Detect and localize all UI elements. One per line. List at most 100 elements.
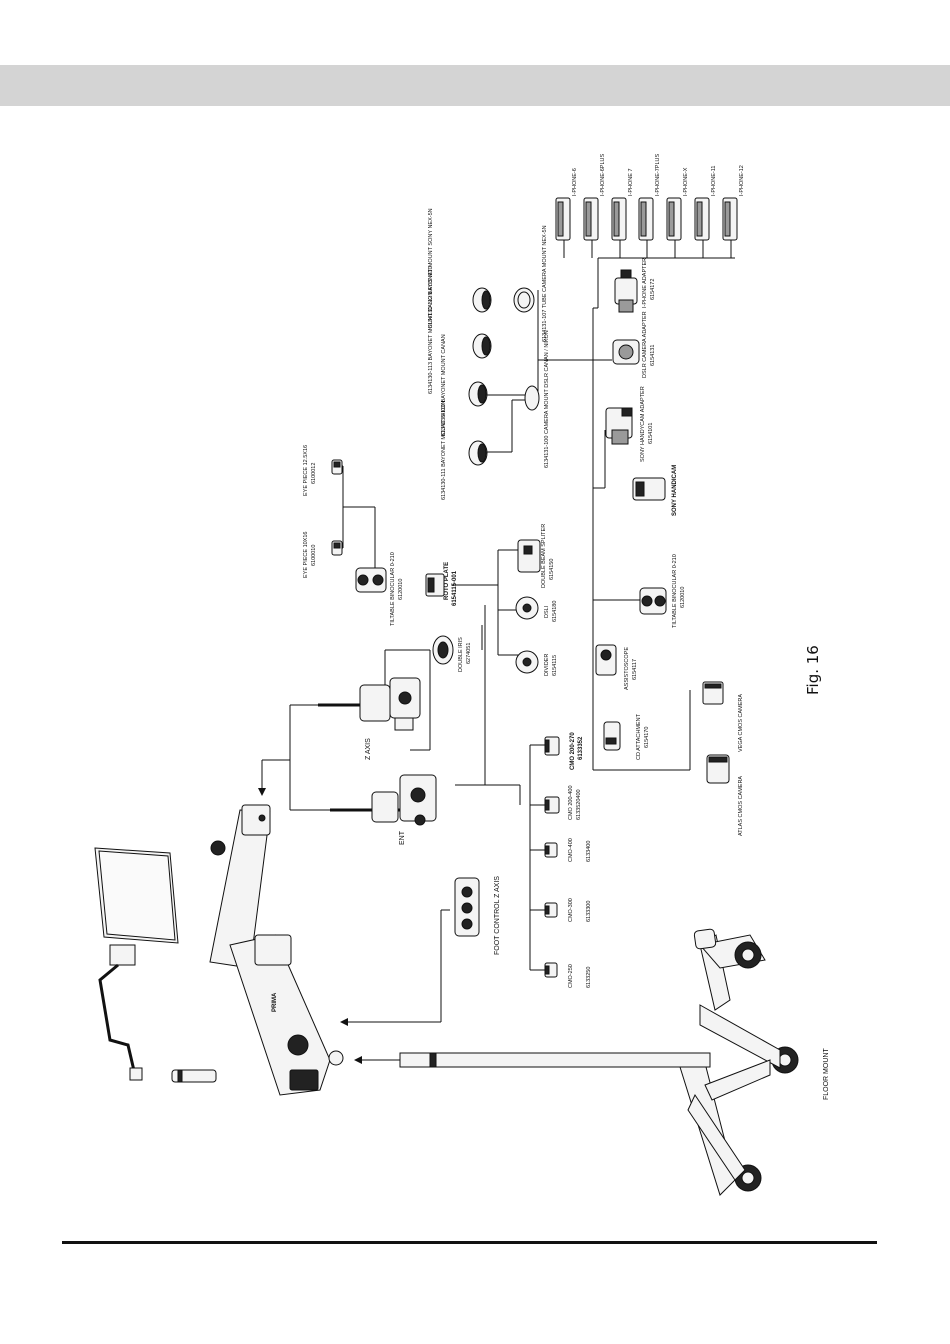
foot-control-label: FOOT CONTROL Z AXIS [494,876,501,955]
monitor-bracket-icon [98,944,143,1081]
z-axis-head-icon [318,677,421,731]
phone-icon [722,197,738,241]
handle-tube-icon [171,1069,217,1083]
foot-control-icon [454,877,480,937]
z-axis-label: Z AXIS [365,738,372,760]
cd-attachment-icon [603,721,621,751]
phone-icon [555,197,571,241]
objective-icon [544,796,560,814]
rotoplate-icon [425,573,445,597]
tiltable-binocular-side-code: 6120010 [680,587,686,608]
dslr-adapter-icon [612,339,640,365]
figure-caption: Fig. 16 [804,645,822,695]
iphone-adapter-code: 6154172 [650,279,656,300]
objective-code: 6133400 [586,841,592,862]
divider-code: 6154115 [552,655,558,676]
phone-label: I-PHONE-6 [572,168,578,196]
phone-icon [583,197,599,241]
sony-handicam-label: SONY HANDICAM [672,465,678,516]
objective-code: 6133520400 [576,789,582,820]
bayonet-112-label: 6134130-112 BAYONET MOUNT SONY NEX-5N [428,208,434,328]
dsli-code: 6154180 [552,601,558,622]
cd-attachment-code: 6154170 [644,727,650,748]
camera-mount-dslr-icon [524,385,540,411]
bayonet-mount-icon [468,381,488,407]
sony-adapter-icon [605,407,633,445]
double-iris-code: 6274051 [466,643,472,664]
objective-icon [544,842,558,858]
phone-label: I-PHONE-12 [739,165,745,196]
objective-icon [544,736,560,756]
sony-handicam-icon [632,477,666,501]
phone-label: I-PHONE-7PLUS [655,153,661,196]
bayonet-mount-icon [468,440,488,466]
eyepiece-icon [331,540,343,556]
dsli-icon [515,596,539,620]
dslr-adapter-label: DSLR CAMERA ADAPTER [642,311,648,378]
objective-name: CMO 200-270 [570,732,576,770]
tiltable-binocular-top-label: TILTABLE BINOCULAR 0-210 [390,552,396,626]
tube-camera-mount-icon [513,287,535,313]
dsli-label: DSLI [544,605,550,618]
sony-adapter-code: 6154101 [648,423,654,444]
eyepiece-10-label: EYE PIECE 10X16 [303,532,309,578]
phone-label: I-PHONE-6PLUS [600,153,606,196]
phone-group [555,197,738,241]
atlas-camera-label: ATLAS CMOS CAMERA [738,776,744,836]
atlas-camera-icon [706,754,730,784]
phone-label: I-PHONE 7 [628,168,634,196]
divider-label: DIVIDER [544,654,550,676]
bayonet-110-label: 6134130-110 BAYONET MOUNT CANAN [441,334,447,436]
floor-mount-label: FLOOR MOUNT [823,1048,830,1100]
objective-icon [544,962,558,978]
double-beam-splitter-icon [517,539,541,573]
iphone-adapter-icon [614,269,638,313]
objective-code: 6133250 [586,967,592,988]
phone-label: I-PHONE-X [683,167,689,196]
connector-lines [258,240,735,1064]
double-beam-splitter-code: 6154150 [549,559,555,580]
tiltable-binocular-side-icon [639,587,667,615]
sony-adapter-label: SONY HANDYCAM ADAPTER [640,386,646,462]
monitor-icon [94,847,179,944]
phone-icon [694,197,710,241]
phone-icon [638,197,654,241]
vega-camera-label: VEGA CMOS CAMERA [738,694,744,752]
vega-camera-icon [702,681,724,705]
phone-label: I-PHONE-11 [711,166,717,196]
double-beam-splitter-label: DOUBLE BEAM SPLITER [541,524,547,588]
floor-stand-icon [399,928,799,1196]
objective-name: CMO 200-400 [568,785,574,820]
assistoscope-label: ASSISTOSCOPE [624,647,630,690]
assistoscope-code: 6154117 [632,659,638,680]
ent-head-icon [330,774,437,826]
phone-icon [611,197,627,241]
double-iris-label: DOUBLE IRIS [458,637,464,672]
objective-name: CMO-250 [568,964,574,988]
eyepiece-12-label: EYE PIECE 12.5X16 [303,445,309,496]
assistoscope-icon [595,644,617,676]
cd-attachment-label: CD ATTACHMENT [636,713,642,760]
iphone-adapter-label: I-PHONE ADAPTER [642,258,648,308]
phone-icon [666,197,682,241]
objective-code: 6133300 [586,901,592,922]
bayonet-mount-icon [472,333,492,359]
header-bar [0,65,950,106]
divider-icon [515,650,539,674]
bayonet-113-label: 6134130-113 BAYONET MOUNT CANON EOS M10 [428,266,434,394]
prima-logo-text: PRIMA [272,992,278,1012]
arm-assembly-icon [209,804,344,1096]
bayonet-111-label: 6134130-111 BAYONET MOUNT NIKON [441,401,447,500]
ent-label: ENT [399,830,406,845]
tube-camera-mount-label: 6134131-107 TUBE CAMERA MOUNT NEX-5N [542,225,548,342]
dslr-adapter-code: 6154131 [650,345,656,366]
eyepiece-10-code: 6100010 [311,545,317,566]
tiltable-binocular-top-code: 6120010 [398,579,404,600]
eyepiece-icon [331,459,343,475]
double-iris-icon [432,635,454,665]
rotoplate-label: ROTO PLATE [444,562,450,600]
tiltable-binocular-side-label: TILTABLE BINOCULAR 0-210 [672,554,678,628]
binocular-tiltable-icon [355,567,387,593]
objective-name: CMO-400 [568,838,574,862]
